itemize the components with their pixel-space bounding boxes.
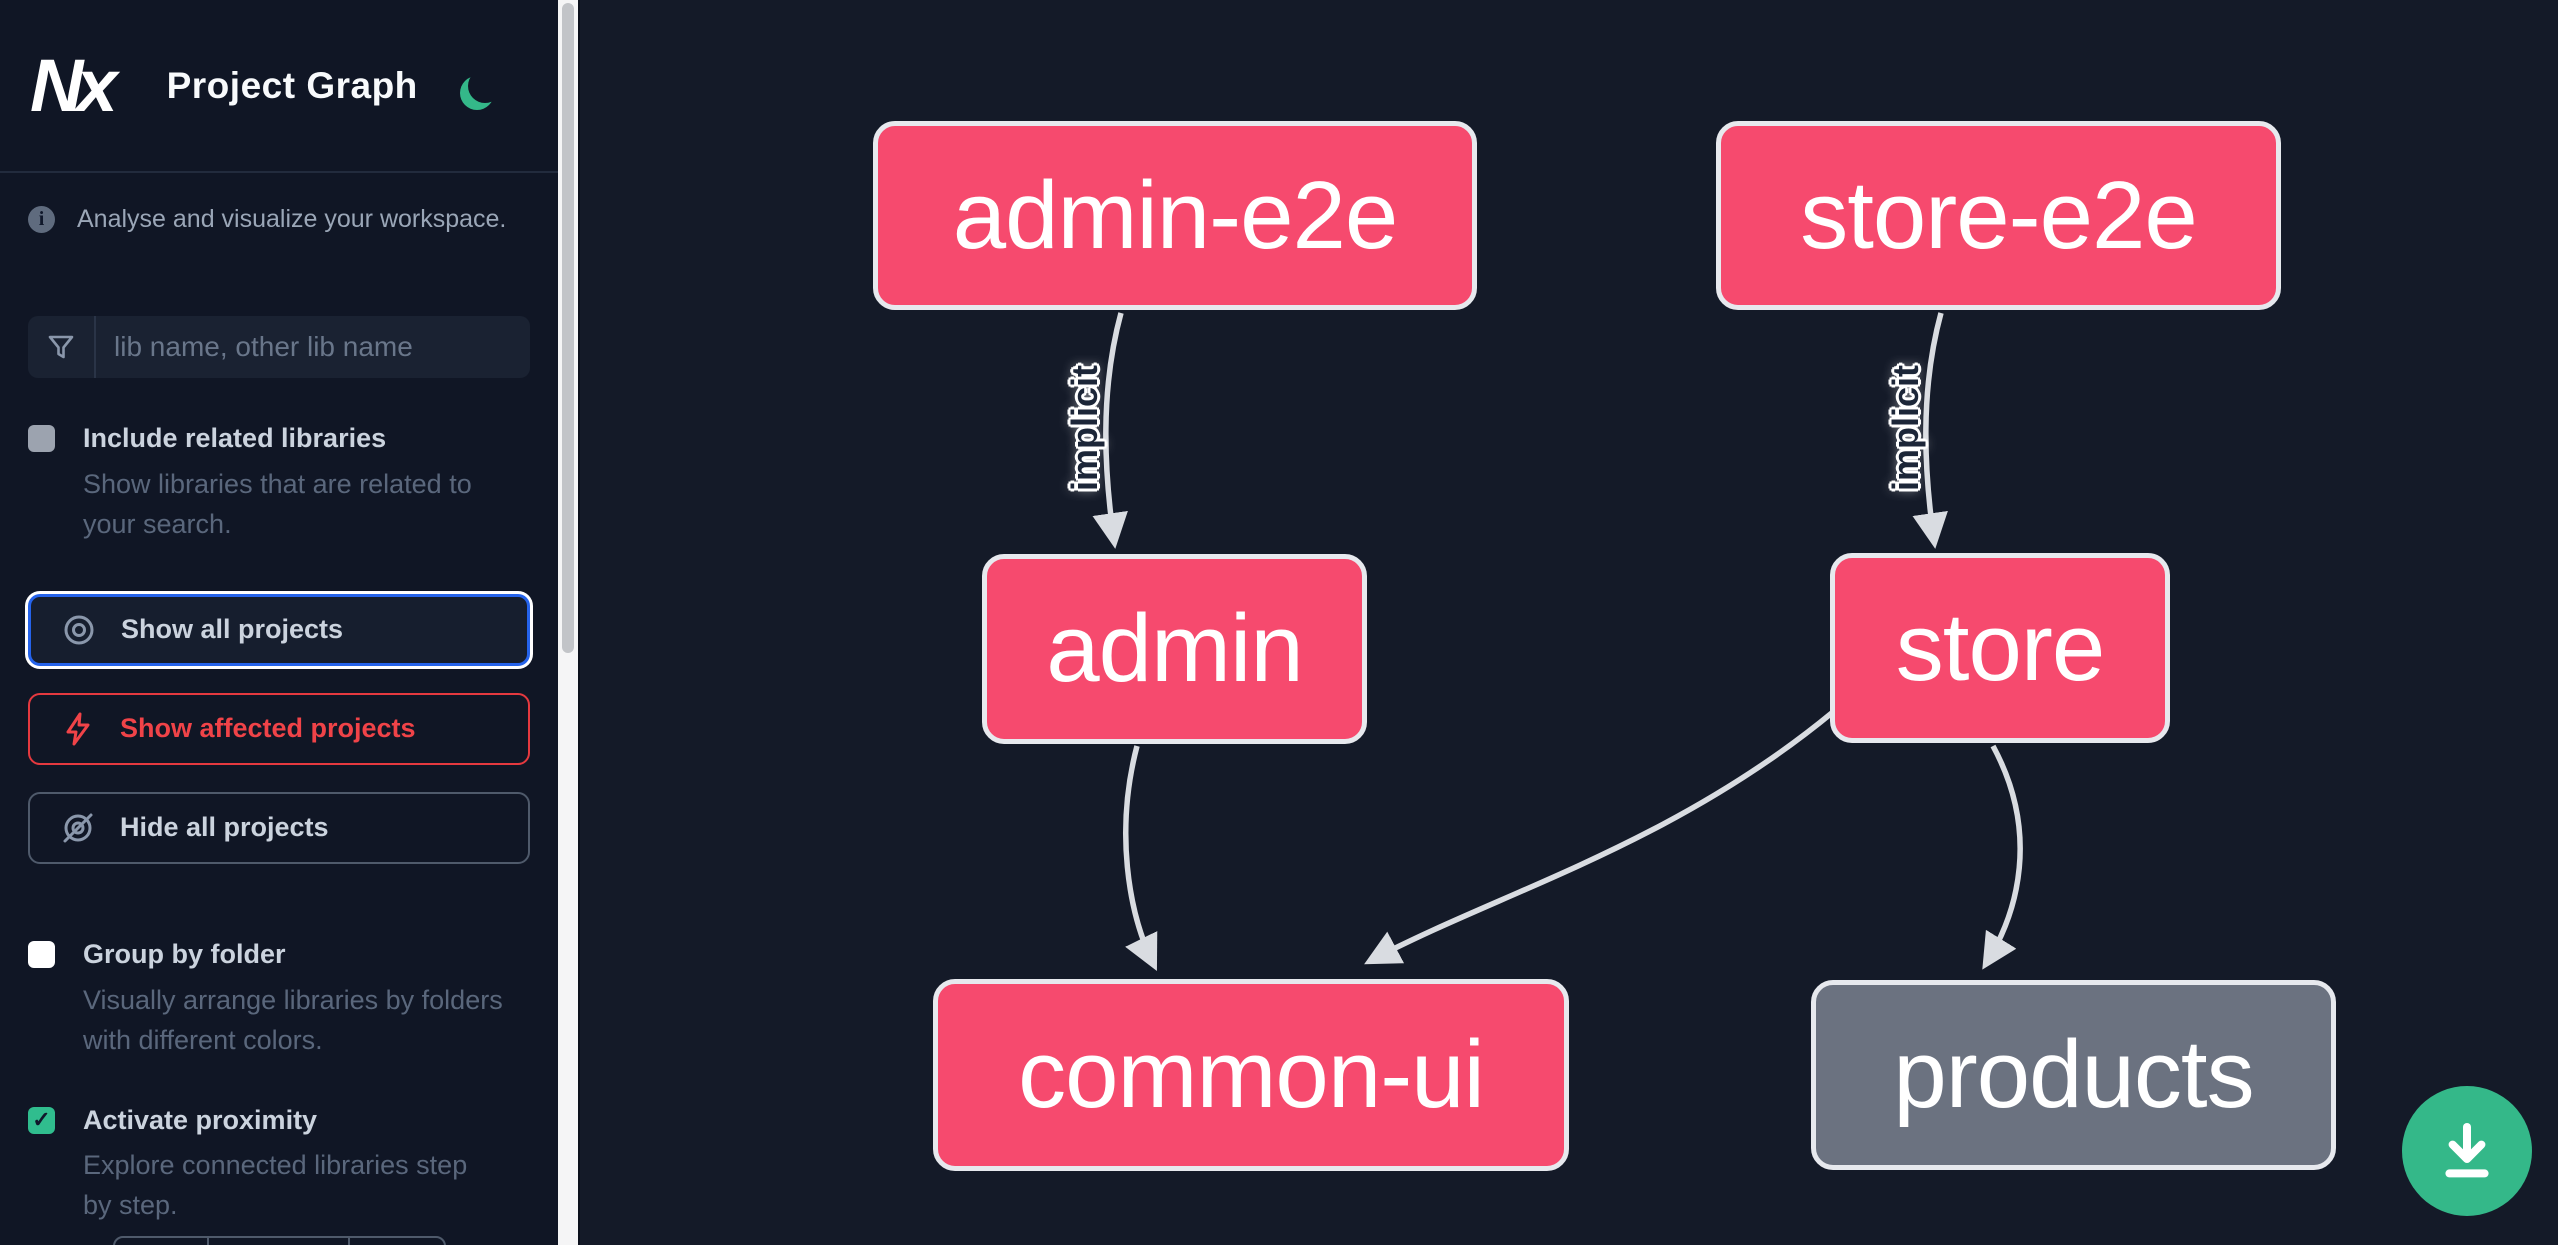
graph-node-admin-e2e[interactable]: admin-e2e	[873, 121, 1477, 310]
graph-node-common-ui[interactable]: common-ui	[933, 979, 1569, 1171]
hide-all-projects-button[interactable]: Hide all projects	[28, 791, 530, 864]
option-description: Show libraries that are related to your …	[83, 468, 472, 539]
option-include-related: Include related libraries Show libraries…	[28, 422, 530, 544]
show-all-projects-button[interactable]: Show all projects	[28, 593, 530, 666]
dark-mode-toggle-moon-icon[interactable]	[468, 69, 502, 103]
funnel-icon	[28, 316, 96, 378]
show-affected-projects-button[interactable]: Show affected projects	[28, 692, 530, 765]
edge-store-to-common-ui[interactable]	[1364, 709, 1835, 965]
eye-icon	[64, 615, 94, 645]
option-label[interactable]: Include related libraries	[83, 423, 387, 453]
option-label[interactable]: Group by folder	[83, 938, 286, 969]
edge-store-to-products[interactable]	[1982, 744, 2023, 970]
graph-node-admin[interactable]: admin	[982, 554, 1367, 744]
sidebar-scrollbar-thumb[interactable]	[562, 3, 574, 653]
edge-admin-to-common-ui[interactable]	[1123, 745, 1158, 972]
nx-logo: Nx	[30, 43, 118, 127]
option-description: Explore connected libraries step by step…	[83, 1150, 468, 1221]
option-group-by-folder: Group by folder Visually arrange librari…	[28, 938, 530, 1060]
edge-label-store-e2e-to-store: implicit	[1885, 364, 1926, 492]
save-image-button[interactable]	[2402, 1086, 2532, 1216]
edge-label-admin-e2e-to-admin: implicit	[1064, 364, 1105, 492]
group-by-folder-checkbox[interactable]	[28, 940, 55, 968]
graph-node-products[interactable]: products	[1811, 980, 2336, 1170]
page-title: Project Graph	[166, 64, 418, 106]
proximity-stepper[interactable]	[113, 1236, 446, 1245]
activate-proximity-checkbox[interactable]: ✓	[28, 1106, 55, 1134]
edge-admin-e2e-to-admin[interactable]	[1092, 312, 1128, 549]
button-label: Show all projects	[121, 614, 344, 645]
filter-input[interactable]	[96, 316, 530, 378]
edge-store-e2e-to-store[interactable]	[1912, 312, 1948, 549]
info-icon: i	[28, 206, 55, 233]
graph-node-store-e2e[interactable]: store-e2e	[1716, 121, 2281, 310]
sidebar-header: Nx Project Graph	[0, 0, 558, 173]
option-label[interactable]: Activate proximity	[83, 1104, 318, 1135]
bolt-icon	[66, 712, 90, 746]
option-activate-proximity: ✓ Activate proximity Explore connected l…	[28, 1104, 530, 1226]
sidebar: Nx Project Graph i Analyse and visualize…	[0, 0, 558, 1245]
filter-searchbox	[28, 316, 530, 378]
option-description: Visually arrange libraries by folders wi…	[83, 984, 503, 1055]
eye-slash-icon	[63, 813, 93, 843]
tagline-text: Analyse and visualize your workspace.	[77, 205, 507, 233]
graph-node-store[interactable]: store	[1830, 553, 2170, 743]
sidebar-scrollbar-track[interactable]	[558, 0, 578, 1245]
include-related-checkbox[interactable]	[28, 425, 55, 452]
button-label: Hide all projects	[120, 812, 329, 843]
button-label: Show affected projects	[120, 713, 416, 744]
download-icon	[2445, 1123, 2489, 1178]
